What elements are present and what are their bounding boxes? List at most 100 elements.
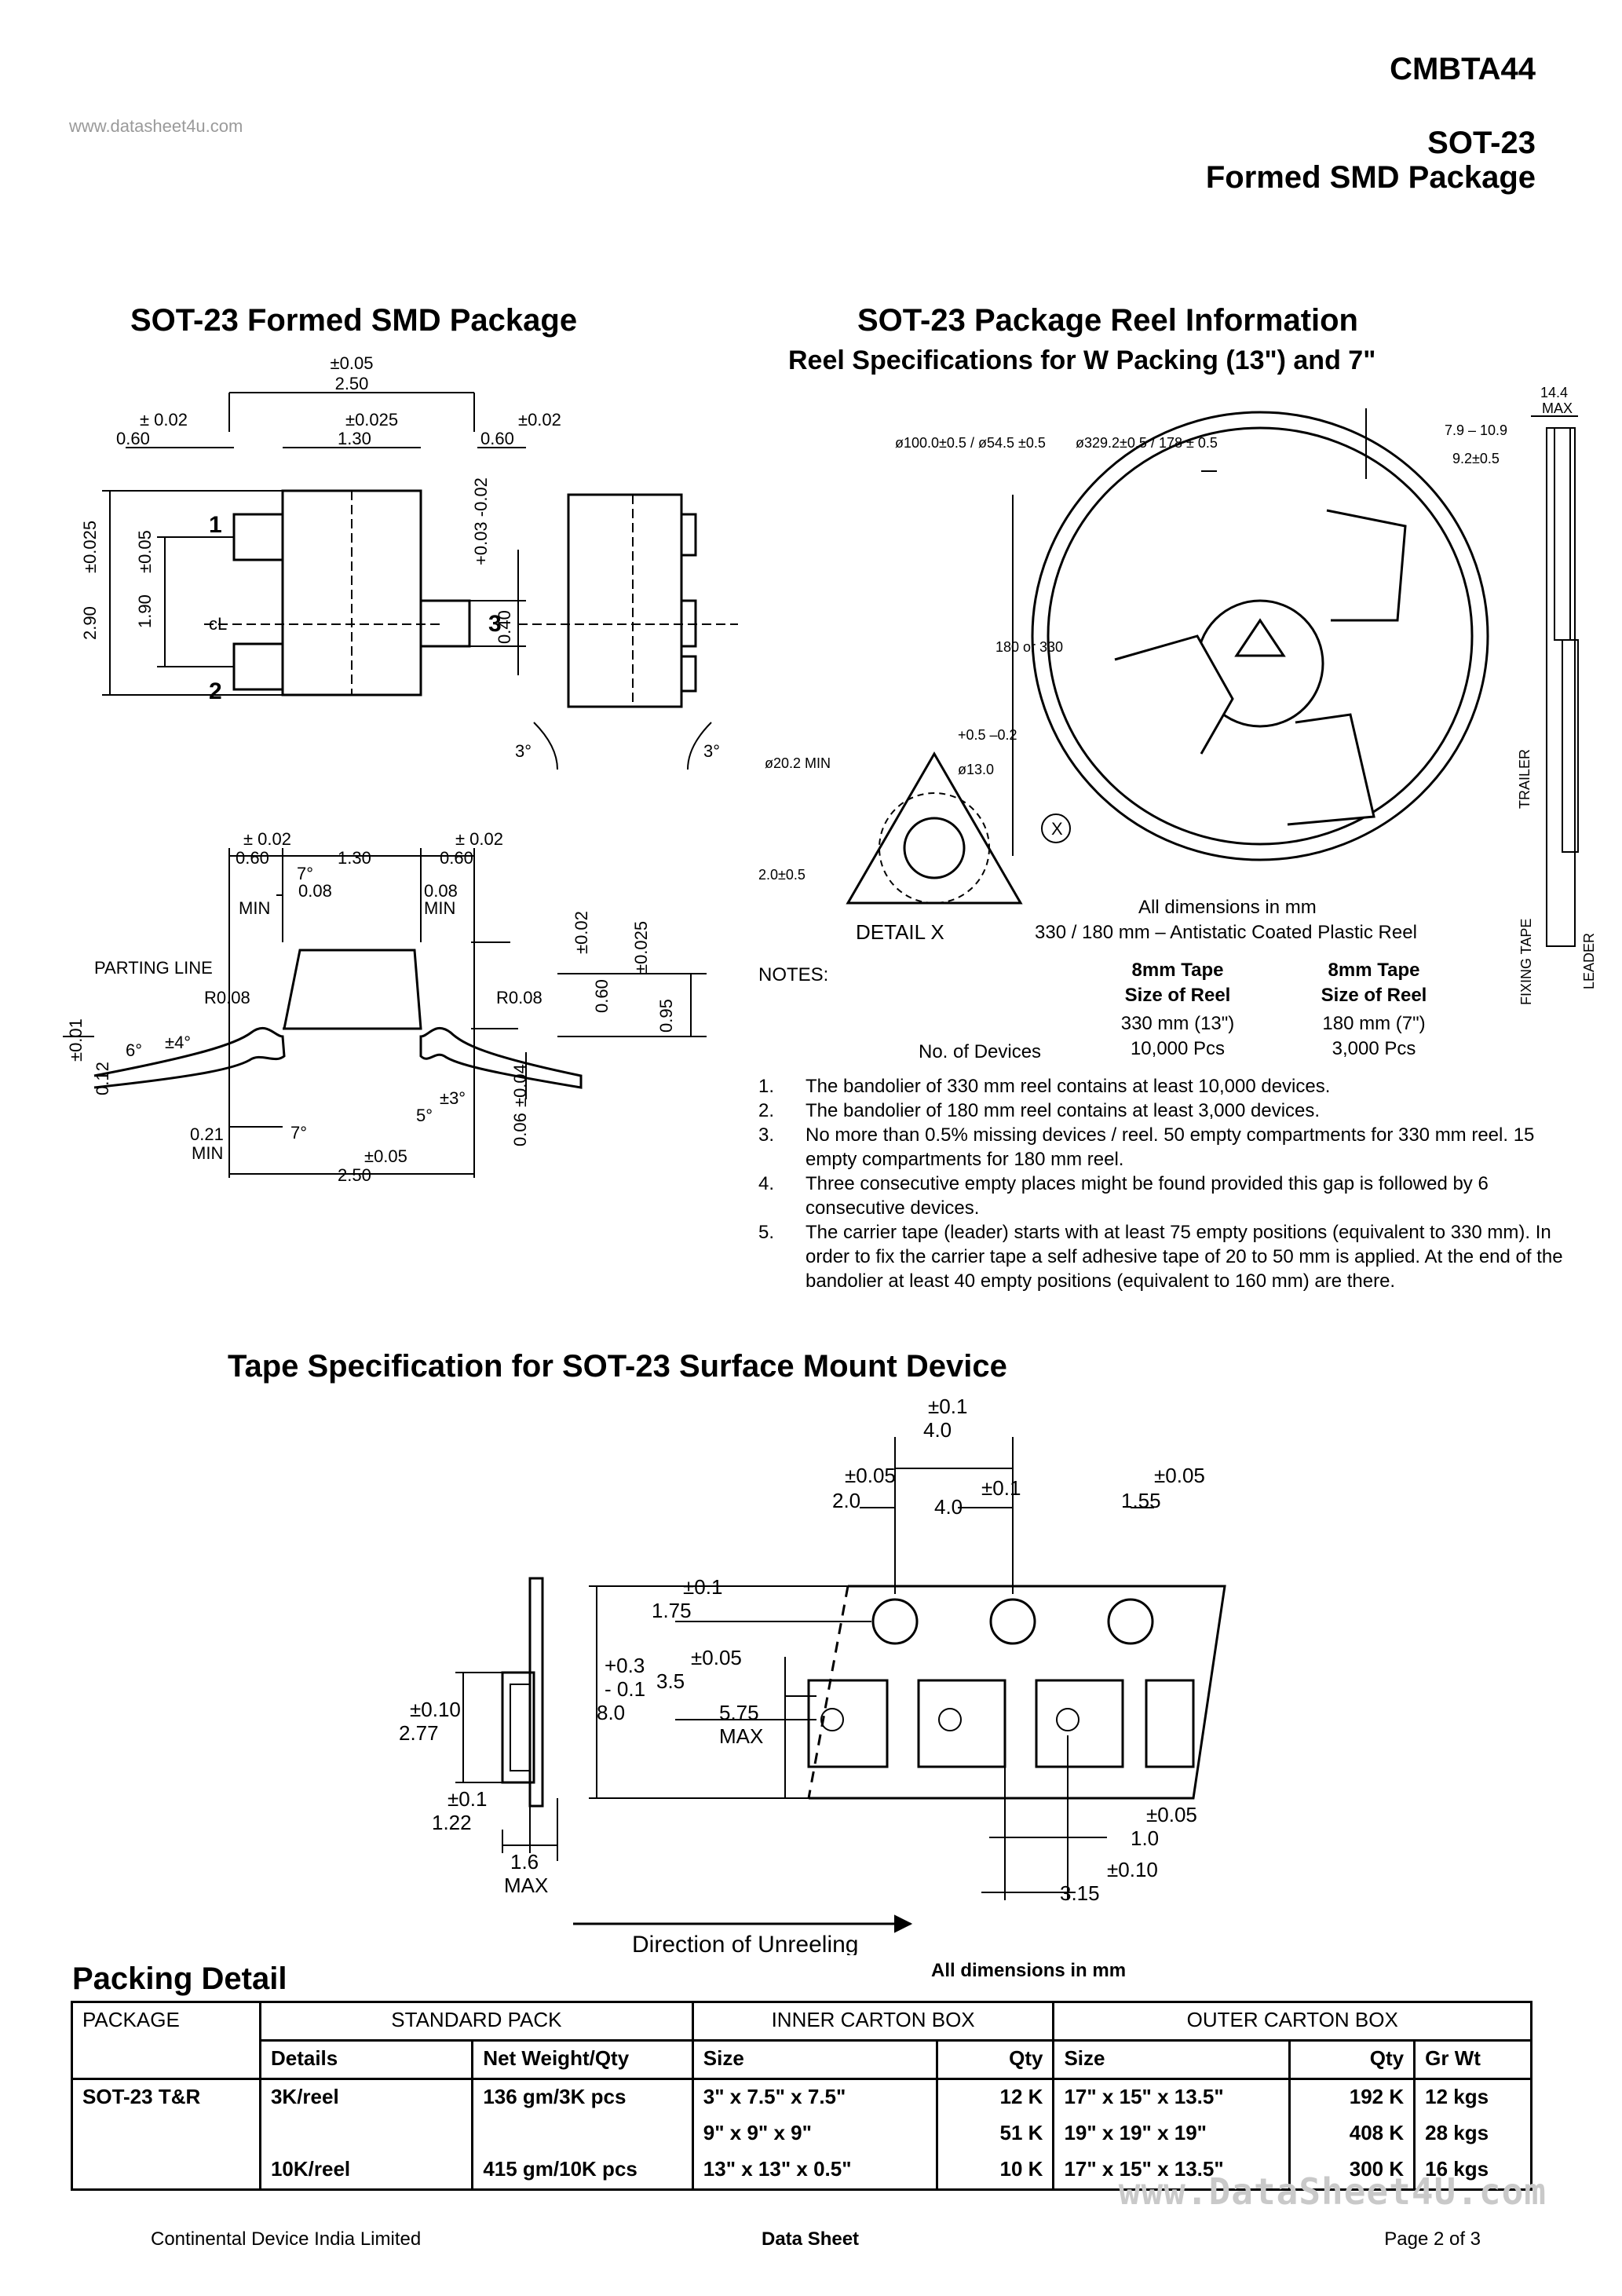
side-012: 0.12 bbox=[93, 1062, 112, 1095]
note-item: 2.The bandolier of 180 mm reel contains … bbox=[758, 1100, 1321, 1121]
tape-f35-tol: ±0.05 bbox=[691, 1646, 742, 1669]
col-gross-weight: Gr Wt bbox=[1413, 2039, 1532, 2080]
dim-190-tol: ±0.05 bbox=[135, 530, 155, 573]
tape-p155: 1.55 bbox=[1121, 1489, 1161, 1512]
reel-width-79: 7.9 – 10.9 bbox=[1445, 422, 1507, 438]
cell-gross-weight: 12 kgs bbox=[1413, 2078, 1532, 2116]
angle-4: ±4° bbox=[165, 1033, 191, 1052]
table-header-row: Details Net Weight/Qty Size Qty Size Qty… bbox=[72, 2039, 1532, 2080]
reel-width-144: 14.4 bbox=[1540, 385, 1568, 400]
fixing-label: FIXING TAPE bbox=[1518, 919, 1534, 1005]
angle-3-left: 3° bbox=[515, 741, 532, 761]
side-min-b: MIN bbox=[424, 898, 455, 918]
detail-202-dim: ø20.2 MIN bbox=[765, 755, 831, 771]
tape-p20: 2.0 bbox=[832, 1489, 860, 1512]
dim-060-tol: ± 0.02 bbox=[140, 410, 188, 430]
side-006: 0.06 bbox=[510, 1113, 530, 1146]
group-standard-pack: STANDARD PACK bbox=[258, 2001, 694, 2042]
tape-all-dims: All dimensions in mm bbox=[931, 1960, 1127, 1981]
tape-t122-tol: ±0.1 bbox=[448, 1787, 487, 1811]
cell-gross-weight: 28 kgs bbox=[1413, 2116, 1532, 2152]
angle-6: 6° bbox=[126, 1040, 142, 1060]
reel-section-subtitle: Reel Specifications for W Packing (13") … bbox=[788, 345, 1376, 375]
pin-1-label: 1 bbox=[209, 512, 222, 538]
tape-drawing: ±0.1 4.0 ±0.05 2.0 4.0 ±0.1 ±0.05 1.55 ±… bbox=[399, 1395, 1226, 1955]
centerline-label: cL bbox=[209, 614, 227, 634]
angle-5: 5° bbox=[416, 1106, 433, 1125]
side-min-c: MIN bbox=[192, 1143, 223, 1163]
angle-7-bottom: 7° bbox=[290, 1123, 307, 1143]
tape-p40: 4.0 bbox=[923, 1418, 952, 1442]
tape-t277: 2.77 bbox=[399, 1721, 439, 1745]
dim-060r-tol: ±0.02 bbox=[518, 410, 561, 430]
side-095: 0.95 bbox=[656, 999, 676, 1033]
devices-label: No. of Devices bbox=[919, 1041, 1042, 1062]
angle-3-side: ±3° bbox=[440, 1088, 466, 1108]
trailer-label: TRAILER bbox=[1517, 749, 1532, 809]
table-group-row: PACKAGE STANDARD PACK INNER CARTON BOX O… bbox=[71, 2001, 1532, 2080]
col1-h2: Size of Reel bbox=[1124, 985, 1231, 1006]
detail-tol: +0.5 –0.2 bbox=[958, 727, 1017, 743]
cell-inner-size: 9" x 9" x 9" bbox=[691, 2116, 938, 2152]
col-inner-size: Size bbox=[691, 2039, 938, 2080]
table-row: SOT-23 T&R 3K/reel 136 gm/3K pcs 3" x 7.… bbox=[71, 2078, 1532, 2116]
side-060v-tol: ±0.02 bbox=[572, 911, 591, 954]
note-item: 3.No more than 0.5% missing devices / re… bbox=[758, 1124, 1535, 1170]
reel-drawing: ø100.0±0.5 / ø54.5 ±0.5 ø329.2±0.5 / 178… bbox=[758, 385, 1597, 1005]
tape-d10: 1.0 bbox=[1131, 1826, 1159, 1850]
cell-outer-size: 19" x 19" x 19" bbox=[1052, 2116, 1291, 2152]
col1-size: 330 mm (13") bbox=[1120, 1013, 1235, 1034]
side-008b: 0.08 bbox=[424, 881, 458, 901]
dim-250-tol: ±0.05 bbox=[331, 353, 374, 373]
cell-details: 10K/reel bbox=[258, 2152, 474, 2191]
col2-h2: Size of Reel bbox=[1321, 985, 1427, 1006]
tape-section-title: Tape Specification for SOT-23 Surface Mo… bbox=[228, 1349, 1007, 1384]
tape-w80: 8.0 bbox=[597, 1701, 625, 1724]
col-inner-qty: Qty bbox=[935, 2039, 1055, 2080]
tape-w80-tol2: - 0.1 bbox=[605, 1677, 645, 1701]
cell-package bbox=[71, 2116, 261, 2152]
cell-package bbox=[71, 2152, 261, 2191]
pin-3-label: 3 bbox=[488, 611, 502, 637]
part-number: CMBTA44 bbox=[1390, 52, 1536, 86]
dim-250: 2.50 bbox=[335, 374, 369, 393]
tape-t16-max: MAX bbox=[504, 1874, 548, 1897]
group-outer-carton: OUTER CARTON BOX bbox=[1052, 2001, 1532, 2042]
packing-title: Packing Detail bbox=[72, 1961, 287, 1996]
direction-label: Direction of Unreeling bbox=[632, 1932, 858, 1955]
cell-outer-qty: 300 K bbox=[1288, 2152, 1416, 2191]
side-060b: 0.60 bbox=[440, 848, 473, 868]
tape-k575: 5.75 bbox=[719, 1701, 759, 1724]
reel-type: 330 / 180 mm – Antistatic Coated Plastic… bbox=[1035, 922, 1417, 943]
pin-2-label: 2 bbox=[209, 678, 222, 704]
tape-t277-tol: ±0.10 bbox=[410, 1698, 461, 1721]
cell-outer-size: 17" x 15" x 13.5" bbox=[1052, 2152, 1291, 2191]
tape-t122: 1.22 bbox=[432, 1811, 472, 1834]
watermark-bottom: www.DataSheet4U.com bbox=[1118, 2170, 1547, 2213]
packing-table: PACKAGE STANDARD PACK INNER CARTON BOX O… bbox=[71, 2001, 1532, 2191]
side-060a-tol: ± 0.02 bbox=[243, 829, 291, 849]
radius-008b: R0.08 bbox=[496, 988, 542, 1007]
side-060v: 0.60 bbox=[592, 979, 612, 1013]
tape-p40b-tol: ±0.1 bbox=[981, 1476, 1021, 1500]
cell-net-weight: 415 gm/10K pcs bbox=[471, 2152, 694, 2191]
cell-inner-qty: 12 K bbox=[935, 2078, 1055, 2116]
footer-company: Continental Device India Limited bbox=[151, 2228, 422, 2250]
tape-f35: 3.5 bbox=[656, 1669, 685, 1693]
dim-130: 1.30 bbox=[338, 429, 371, 448]
detail-20-dim: 2.0±0.5 bbox=[758, 867, 806, 883]
col-outer-size: Size bbox=[1052, 2039, 1291, 2080]
side-060b-tol: ± 0.02 bbox=[455, 829, 503, 849]
side-060a: 0.60 bbox=[236, 848, 269, 868]
reel-width-max: MAX bbox=[1542, 400, 1573, 416]
reel-width-92: 9.2±0.5 bbox=[1452, 451, 1500, 466]
side-008a: 0.08 bbox=[298, 881, 332, 901]
reel-hub-dim: ø100.0±0.5 / ø54.5 ±0.5 bbox=[895, 435, 1046, 451]
col-details: Details bbox=[258, 2039, 474, 2080]
angle-7-top: 7° bbox=[297, 864, 313, 883]
tape-d10-tol: ±0.05 bbox=[1146, 1803, 1197, 1826]
note-item: 4.Three consecutive empty places might b… bbox=[758, 1173, 1489, 1219]
group-inner-carton: INNER CARTON BOX bbox=[691, 2001, 1055, 2042]
tape-p20-tol: ±0.05 bbox=[845, 1464, 896, 1487]
cell-inner-size: 3" x 7.5" x 7.5" bbox=[691, 2078, 938, 2116]
